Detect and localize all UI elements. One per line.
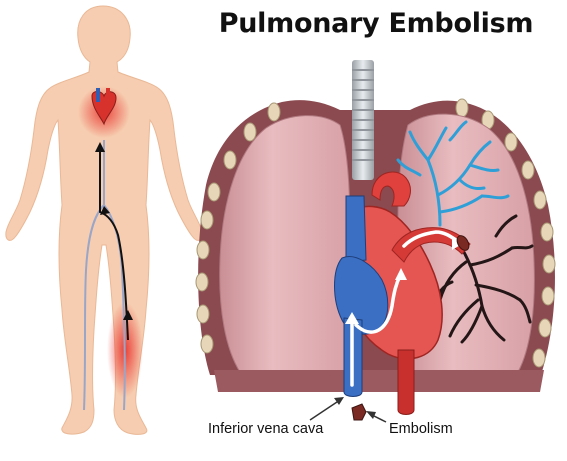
open-pulmonary-vessels bbox=[396, 120, 510, 227]
leg-veins bbox=[83, 140, 126, 411]
descending-aorta bbox=[397, 349, 415, 415]
flow-arrowheads bbox=[345, 236, 462, 324]
diaphragm bbox=[214, 370, 544, 392]
diagram-title: Pulmonary Embolism bbox=[218, 8, 534, 39]
clot-route-arrow bbox=[99, 150, 129, 341]
human-figure bbox=[5, 5, 203, 435]
superior-vena-cava bbox=[345, 195, 367, 263]
aorta-arch bbox=[371, 171, 411, 207]
arrowhead-lower bbox=[123, 310, 133, 320]
lodged-embolus bbox=[456, 235, 470, 251]
label-embolism: Embolism bbox=[389, 421, 453, 437]
arrowhead-middle bbox=[100, 206, 110, 215]
trachea bbox=[352, 60, 374, 180]
label-inferior-vena-cava: Inferior vena cava bbox=[208, 421, 324, 437]
embolism-clot-icon bbox=[351, 403, 367, 421]
ivc-pointer-head bbox=[334, 397, 344, 405]
heart bbox=[334, 171, 471, 415]
body-silhouette bbox=[5, 5, 203, 435]
blood-flow-arrows bbox=[350, 230, 458, 387]
small-heart-icon bbox=[91, 88, 117, 126]
lungs-illustration: Inferior vena cava Embolism bbox=[195, 60, 556, 437]
embolism-pointer-head bbox=[366, 411, 376, 419]
rib-ends bbox=[195, 98, 556, 368]
label-pointers bbox=[309, 399, 387, 423]
blocked-pulmonary-vessels bbox=[426, 214, 534, 344]
arrowhead-upper bbox=[95, 142, 105, 152]
